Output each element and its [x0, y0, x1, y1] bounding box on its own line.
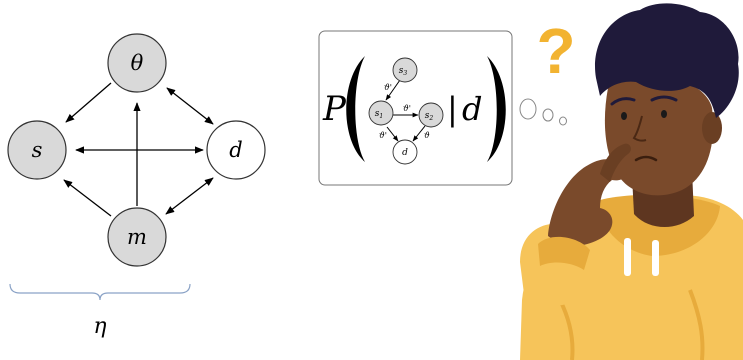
left-paren — [346, 56, 365, 162]
edge-theta-d — [166, 87, 214, 125]
mouth — [634, 155, 658, 162]
formula-box: P s3 s1 s2 d ϑ' ϑ' ϑ' ϑ | d — [318, 30, 513, 186]
thought-bubble-large — [519, 98, 537, 120]
edge-m-s — [63, 179, 112, 217]
inner-edge-label-s1-s2: ϑ' — [403, 104, 411, 113]
inner-edge-label-s3-s1: ϑ' — [384, 83, 392, 92]
inner-edge-label-s1-d: ϑ' — [379, 131, 387, 140]
face — [604, 75, 714, 196]
eye — [661, 110, 667, 118]
inner-node-s2 — [418, 102, 444, 128]
inner-edge-s2-d — [412, 125, 426, 142]
node-d — [206, 120, 266, 180]
node-theta-label: θ — [131, 51, 144, 75]
inner-node-d — [392, 139, 418, 165]
inner-edge-s1-d — [386, 126, 399, 142]
thought-bubble-medium — [542, 108, 554, 122]
eyebrow — [610, 97, 636, 106]
hoodie-string-right — [652, 240, 659, 276]
hoodie-fold — [688, 289, 705, 360]
hoodie-fold — [558, 299, 575, 360]
graphical-model: θ s d m η — [7, 33, 266, 339]
nose — [632, 115, 647, 142]
inner-node-s1 — [368, 100, 394, 126]
edge-m-d — [165, 177, 214, 215]
question-mark-icon: ? — [536, 15, 575, 87]
formula-prefix: P — [322, 89, 347, 129]
eyebrow — [650, 95, 678, 102]
brace — [9, 283, 191, 301]
condition-bar: | — [447, 90, 458, 128]
node-m-label: m — [127, 225, 147, 249]
right-paren — [487, 56, 506, 162]
node-s-label: s — [32, 138, 43, 162]
thought-bubble-small — [559, 116, 567, 126]
thinking-person-illustration — [520, 3, 743, 360]
inner-node-s3-label: s3 — [399, 66, 408, 77]
formula-frame — [318, 30, 513, 186]
thought-bubbles — [519, 98, 567, 126]
hoodie-string-left — [624, 238, 631, 276]
node-m — [107, 207, 167, 267]
edge-theta-s — [65, 82, 112, 123]
node-theta — [107, 33, 167, 93]
sleeve-cuff — [538, 236, 590, 270]
inner-edge-s3-s1 — [385, 79, 401, 101]
inner-node-s1-label: s1 — [375, 109, 383, 120]
eye — [621, 112, 627, 120]
ear — [702, 112, 722, 144]
hair — [595, 3, 739, 119]
hand — [548, 159, 628, 247]
inner-edge-label-s2-d: ϑ — [424, 131, 430, 140]
node-s — [7, 120, 67, 180]
index-finger — [600, 143, 631, 182]
node-d-label: d — [229, 138, 242, 162]
condition-var: d — [462, 90, 482, 128]
inner-node-d-label: d — [402, 148, 408, 158]
brace-label: η — [93, 314, 106, 339]
inner-node-s2-label: s2 — [425, 111, 434, 122]
inner-node-s3 — [392, 57, 418, 83]
